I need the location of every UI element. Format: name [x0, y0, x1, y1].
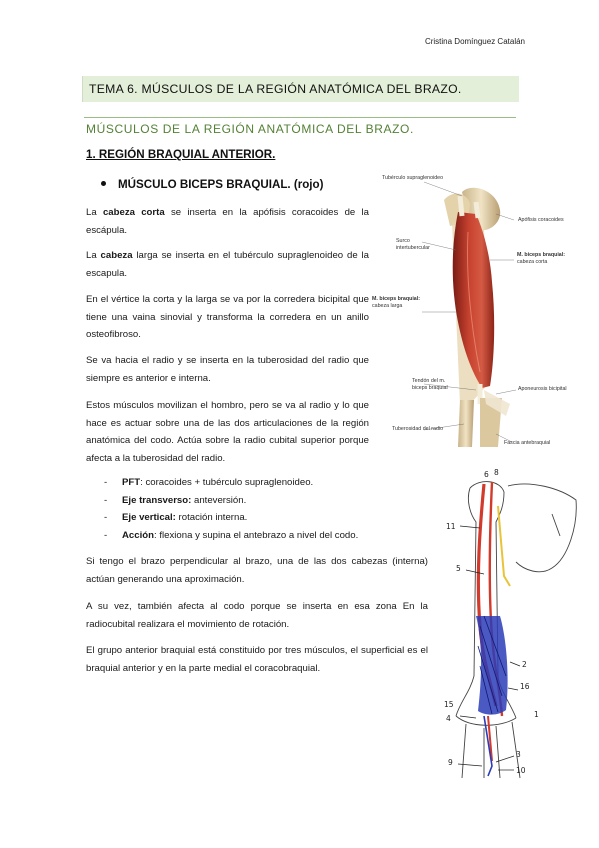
- marker-9: 9: [448, 758, 453, 767]
- paragraph-7: A su vez, también afecta al codo porque …: [86, 601, 428, 630]
- marker-16: 16: [520, 682, 530, 691]
- label-apofisis: Apófisis coracoides: [518, 217, 564, 223]
- label-fascia: Fascia antebraquial: [504, 440, 551, 446]
- label-tuberculo: Tubérculo supraglenoideo: [382, 175, 444, 181]
- paragraph-3: En el vértice la corta y la larga se va …: [86, 294, 369, 341]
- list-item: -Eje vertical: rotación interna.: [104, 512, 248, 524]
- paragraph-2: La cabeza larga se inserta en el tubércu…: [86, 250, 369, 279]
- biceps-illustration: Tubérculo supraglenoideo Apófisis coraco…: [372, 172, 567, 452]
- muscle-heading: MÚSCULO BICEPS BRAQUIAL. (rojo): [101, 178, 323, 191]
- label-cabeza-corta: M. biceps braquial:cabeza corta: [517, 252, 565, 265]
- bullet-dot-icon: [101, 181, 106, 187]
- marker-1: 1: [534, 710, 539, 719]
- arm-sketch: [455, 481, 577, 779]
- section-heading: 1. REGIÓN BRAQUIAL ANTERIOR.: [86, 148, 276, 161]
- marker-8: 8: [494, 468, 499, 477]
- hand-drawing-figure: 6 8 11 5 2 16 15 4 1 9 3 10: [440, 466, 580, 781]
- subtitle: MÚSCULOS DE LA REGIÓN ANATÓMICA DEL BRAZ…: [86, 122, 414, 136]
- title-box: TEMA 6. MÚSCULOS DE LA REGIÓN ANATÓMICA …: [82, 76, 519, 102]
- list-item: -PFT: coracoides + tubérculo supraglenoi…: [104, 477, 314, 488]
- marker-5: 5: [456, 564, 461, 573]
- label-tuberosidad: Tuberosidad del radio: [392, 426, 444, 432]
- paragraph-5: Estos músculos movilizan el hombro, pero…: [86, 400, 369, 464]
- paragraph-8: El grupo anterior braquial está constitu…: [86, 645, 428, 674]
- muscle-heading-text: MÚSCULO BICEPS BRAQUIAL. (rojo): [118, 178, 324, 191]
- document-title: TEMA 6. MÚSCULOS DE LA REGIÓN ANATÓMICA …: [89, 82, 462, 96]
- paragraph-6: Si tengo el brazo perpendicular al brazo…: [86, 556, 428, 585]
- label-cabeza-larga: M. biceps braquial:cabeza larga: [372, 296, 420, 309]
- list-item: -Eje transverso: anteversión.: [104, 494, 247, 506]
- author-name: Cristina Domínguez Catalán: [424, 37, 525, 46]
- subtitle-rule: [84, 117, 516, 118]
- properties-list: -PFT: coracoides + tubérculo supraglenoi…: [104, 474, 358, 544]
- biceps-drawing: [421, 181, 517, 447]
- marker-10: 10: [516, 766, 526, 775]
- label-tendon: Tendón del m.biceps braquial: [412, 378, 448, 391]
- marker-11: 11: [446, 522, 456, 531]
- marker-3: 3: [516, 750, 521, 759]
- marker-4: 4: [446, 714, 451, 723]
- marker-6: 6: [484, 470, 489, 479]
- paragraph-4: Se va hacia el radio y se inserta en la …: [86, 355, 369, 384]
- paragraph-1: La cabeza corta se inserta en la apófisi…: [86, 207, 370, 236]
- marker-2: 2: [522, 660, 527, 669]
- list-item: -Acción: flexiona y supina el antebrazo …: [104, 529, 359, 541]
- label-aponeurosis: Aponeurosis bicipital: [518, 386, 567, 392]
- marker-15: 15: [444, 700, 454, 709]
